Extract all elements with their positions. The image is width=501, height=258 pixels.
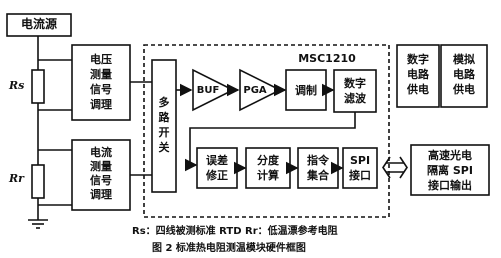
buf-amp <box>192 68 235 112</box>
calc-label: 分度 计算 <box>257 154 279 182</box>
current-source-label: 电流源 <box>20 17 57 31</box>
pga-label: PGA <box>243 85 267 96</box>
cmd-label: 指令 集合 <box>307 154 329 182</box>
voltage-conditioning-label: 电压 测量 信号 调理 <box>90 53 112 111</box>
buf-label: BUF <box>196 85 220 96</box>
analog-power-box <box>440 44 488 108</box>
digital-power-box <box>396 44 440 108</box>
legend-text: Rs：四线被测标准 RTD Rr：低温漂参考电阻 <box>132 226 338 237</box>
resistor-rr <box>31 164 45 199</box>
figure-caption: 图 2 标准热电阻测温模块硬件框图 <box>152 243 306 254</box>
output-label: 高速光电 隔离 SPI 接口输出 <box>427 149 473 192</box>
rr-label: Rr <box>9 172 24 185</box>
chip-label: MSC1210 <box>298 52 356 65</box>
current-source-box <box>6 13 72 37</box>
mod-label: 调制 <box>295 84 317 97</box>
rs-label: Rs <box>9 79 25 92</box>
mux-box <box>151 59 177 193</box>
msc1210-border <box>143 44 390 218</box>
mux-label: 多 路 开 关 <box>158 96 170 154</box>
spi-box <box>342 147 378 189</box>
err-label: 误差 修正 <box>206 154 228 182</box>
resistor-rs <box>31 69 45 104</box>
analog-power-label: 模拟 电路 供电 <box>453 53 475 96</box>
current-conditioning-label: 电流 测量 信号 调理 <box>90 146 112 201</box>
filter-label: 数字 滤波 <box>344 77 366 105</box>
digital-power-label: 数字 电路 供电 <box>407 53 429 96</box>
bidirectional-arrow <box>382 156 408 179</box>
pga-amp <box>239 68 282 112</box>
output-box <box>410 144 490 196</box>
spi-label: SPI 接口 <box>349 154 371 182</box>
